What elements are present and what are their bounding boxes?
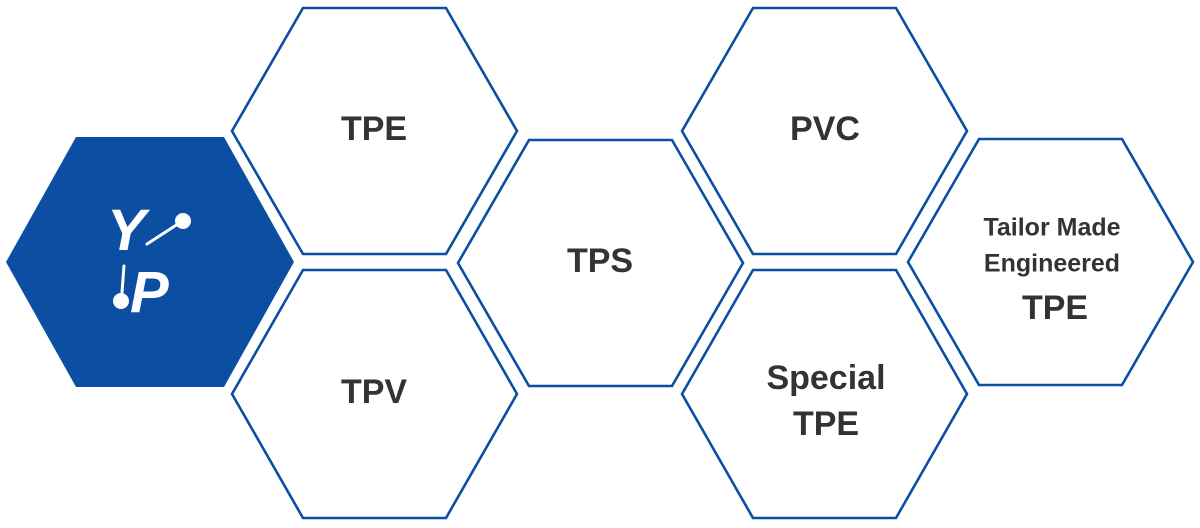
- logo-letter-p: P: [130, 260, 169, 325]
- hexagon-label-engineered: Engineered: [984, 250, 1120, 278]
- yp-logo-icon: Y P: [107, 198, 191, 325]
- logo-letter-y: Y: [107, 198, 151, 263]
- logo-dot-top: [175, 213, 191, 229]
- hexagon-shape: [906, 137, 1195, 387]
- hexagon-tpv[interactable]: TPV: [230, 268, 519, 520]
- hexagon-tps[interactable]: TPS: [456, 138, 745, 388]
- hexagon-label-pvc: PVC: [790, 110, 860, 148]
- hexagon-pvc[interactable]: PVC: [680, 6, 969, 256]
- hexagon-label-tpe: TPE: [793, 405, 859, 443]
- hexagon-tailor-made-tpe[interactable]: Tailor Made Engineered TPE: [906, 137, 1195, 387]
- brand-logo-hexagon: Y P: [6, 137, 294, 387]
- hexagon-shape: [680, 6, 969, 256]
- logo-connector-line: [145, 220, 183, 246]
- hexagon-label-tailor-made: Tailor Made: [983, 214, 1120, 242]
- hexagon-shape: [230, 268, 519, 520]
- hexagon-label-tpe: TPE: [1022, 289, 1088, 327]
- hexagon-special-tpe[interactable]: Special TPE: [680, 268, 969, 520]
- logo-stem-line: [120, 264, 126, 294]
- hexagon-label-special: Special: [766, 359, 885, 397]
- hexagon-tpe[interactable]: TPE: [230, 6, 519, 256]
- hexagon-label-tps: TPS: [567, 242, 633, 280]
- logo-hexagon-shape: [6, 137, 294, 387]
- hexagon-label-tpv: TPV: [341, 373, 407, 411]
- hexagon-shape: [680, 268, 969, 520]
- hexagon-label-tpe: TPE: [341, 110, 407, 148]
- hexagon-shape: [230, 6, 519, 256]
- hexagon-shape: [456, 138, 745, 388]
- logo-dot-bottom: [113, 293, 129, 309]
